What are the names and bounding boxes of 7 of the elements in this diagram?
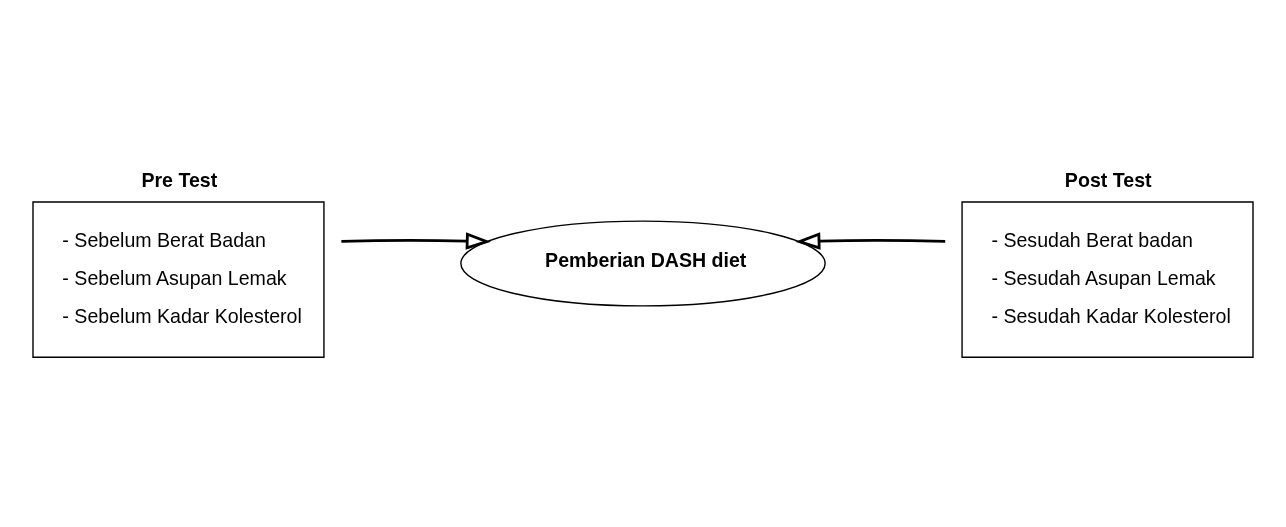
arrow	[795, 232, 946, 250]
node-label: Pre Test	[141, 168, 218, 191]
arrow	[341, 232, 492, 250]
node-box: - Sebelum Berat Badan - Sebelum Asupan Lemak - Sebelum Kadar Kolesterol	[32, 201, 325, 358]
node-label: Post Test	[1064, 168, 1152, 191]
node-ellipse: Pemberian DASH diet	[460, 220, 826, 307]
node-box: - Sesudah Berat badan - Sesudah Asupan Lemak - Sesudah Kadar Kolesterol	[961, 201, 1254, 358]
